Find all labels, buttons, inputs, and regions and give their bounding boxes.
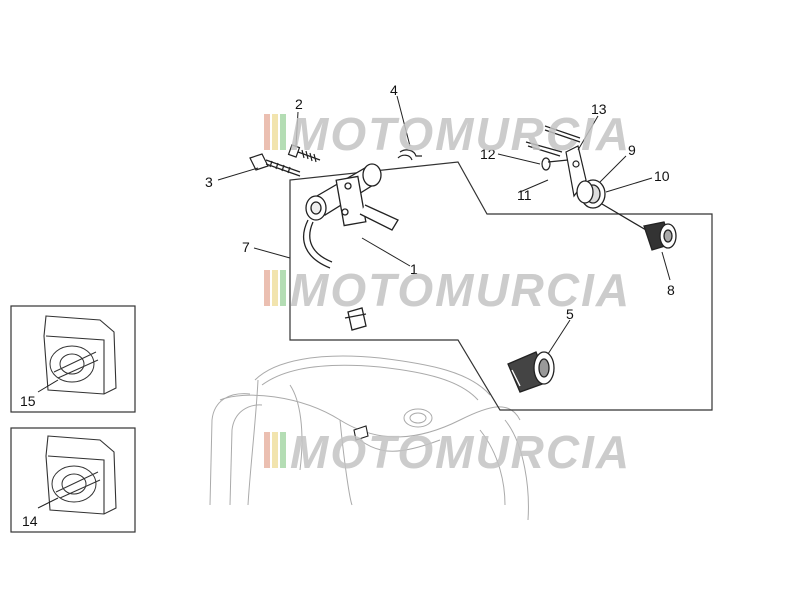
callout-7: 7 [242, 239, 250, 255]
callout-2: 2 [295, 96, 303, 112]
screw-part-2 [287, 144, 321, 163]
callout-14: 14 [22, 513, 38, 529]
lock-barrel-part-8 [601, 203, 677, 251]
callout-10: 10 [654, 168, 670, 184]
assembly-outline-box [289, 161, 713, 411]
lock-ring-parts-9-10 [576, 179, 606, 209]
bolt-part-3 [249, 153, 301, 177]
small-fitting [353, 425, 369, 441]
callout-13: 13 [591, 101, 607, 117]
watermark-top: MOTOMURCIA [264, 108, 631, 160]
callout-15: 15 [20, 393, 36, 409]
callout-12: 12 [480, 146, 496, 162]
callout-11: 11 [517, 187, 532, 203]
scooter-body-outline [209, 355, 529, 521]
lock-part-5 [507, 351, 555, 393]
watermark-text-top: MOTOMURCIA [290, 108, 631, 160]
watermark-text-bottom: MOTOMURCIA [290, 426, 631, 478]
clip-part-4 [397, 149, 422, 161]
callout-9: 9 [628, 142, 636, 158]
callout-1: 1 [410, 261, 418, 277]
callout-5: 5 [566, 306, 574, 322]
watermark-bottom: MOTOMURCIA [264, 426, 631, 478]
kit-box-15 [10, 305, 136, 413]
ignition-coil-part-1 [303, 163, 399, 331]
leader-lines [37, 95, 671, 509]
callout-3: 3 [205, 174, 213, 190]
kit-box-14 [10, 427, 136, 533]
callout-8: 8 [667, 282, 675, 298]
callout-4: 4 [390, 82, 398, 98]
watermark-middle: MOTOMURCIA [264, 264, 631, 316]
watermark-text-middle: MOTOMURCIA [290, 264, 631, 316]
